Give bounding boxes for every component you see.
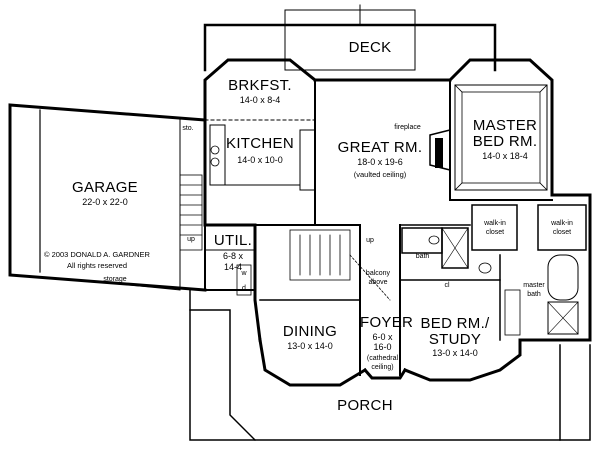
foyer-label: FOYER xyxy=(360,314,414,331)
great-room-note: (vaulted ceiling) xyxy=(353,170,407,179)
fireplace xyxy=(429,129,451,171)
util-dims-2: 14-4 xyxy=(223,262,242,272)
kitchen-label: KITCHEN xyxy=(226,135,294,152)
deck-label: DECK xyxy=(348,39,392,56)
foyer-dims-2: 16-0 xyxy=(373,342,392,352)
exterior-walls xyxy=(203,58,592,387)
util-label: UTIL. xyxy=(213,232,253,249)
master-bath-label-2: bath xyxy=(527,291,541,298)
kitchen-walls xyxy=(204,79,316,226)
kitchen-dims: 14-0 x 10-0 xyxy=(237,155,283,165)
closets-baths xyxy=(399,204,587,376)
brkfst-dims: 14-0 x 8-4 xyxy=(239,95,281,105)
dining-walls xyxy=(204,249,361,301)
foyer-dims-1: 6-0 x xyxy=(372,332,393,342)
dining-label: DINING xyxy=(282,323,338,340)
master-label-2: BED RM. xyxy=(472,133,538,150)
garage-label: GARAGE xyxy=(72,179,138,196)
walkin-closet-right-2: closet xyxy=(552,229,572,236)
master-walls xyxy=(449,79,553,201)
cl-label: cl xyxy=(444,282,450,289)
walkin-closet-left-1: walk-in xyxy=(484,220,506,227)
bath-label: bath xyxy=(415,253,430,260)
dryer-label: d xyxy=(242,285,246,292)
copyright-line1: © 2003 DONALD A. GARDNER xyxy=(44,250,150,259)
porch-label: PORCH xyxy=(337,397,393,414)
dining-dims: 13-0 x 14-0 xyxy=(287,341,333,351)
bedroom-study-label-2: STUDY xyxy=(428,331,482,348)
great-room-label: GREAT RM. xyxy=(337,139,423,156)
copyright-line2: All rights reserved xyxy=(66,261,128,270)
garage-outline xyxy=(8,103,256,292)
fireplace-label: fireplace xyxy=(394,124,421,131)
foyer-note-1: (cathedral xyxy=(366,355,399,362)
sto-label: sto. xyxy=(182,125,194,132)
deck-outline xyxy=(203,4,497,72)
master-label-1: MASTER xyxy=(472,117,538,134)
bedroom-study-label-1: BED RM./ xyxy=(420,315,490,332)
foyer-note-2: ceiling) xyxy=(371,364,394,371)
balcony-label-1: balcony xyxy=(365,270,391,277)
great-room-dims: 18-0 x 19-6 xyxy=(357,157,403,167)
washer-label: w xyxy=(241,270,247,277)
master-bath-label-1: master xyxy=(523,282,545,289)
brkfst-label: BRKFST. xyxy=(228,77,292,94)
up-label-garage: up xyxy=(187,236,195,243)
util-dims-1: 6-8 x xyxy=(222,251,243,261)
bedroom-study-dims: 13-0 x 14-0 xyxy=(432,348,478,358)
balcony-label-2: above xyxy=(368,279,388,286)
master-dims: 14-0 x 18-4 xyxy=(482,151,528,161)
up-label-stair: up xyxy=(366,237,374,244)
garage-stairs xyxy=(179,174,203,251)
walkin-closet-right-1: walk-in xyxy=(551,220,573,227)
garage-dims: 22-0 x 22-0 xyxy=(82,197,128,207)
walkin-closet-left-2: closet xyxy=(485,229,505,236)
porch-outline xyxy=(189,289,591,442)
storage-label: storage xyxy=(103,276,127,283)
